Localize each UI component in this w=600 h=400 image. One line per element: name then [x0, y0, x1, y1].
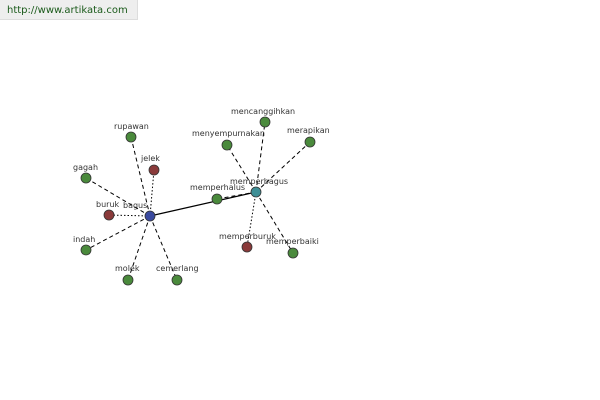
node-buruk[interactable] [103, 209, 115, 221]
node-memperburuk[interactable] [241, 241, 253, 253]
node-memperbaiki[interactable] [287, 247, 299, 259]
node-cemerlang[interactable] [171, 274, 183, 286]
node-bagus[interactable] [144, 210, 156, 222]
node-label-bagus: bagus [123, 201, 147, 210]
edge-bagus-molek [127, 215, 151, 281]
labels-layer: bagus memperbagus rupawan jelek gagah buruk in… [73, 107, 330, 273]
node-rupawan[interactable] [125, 131, 137, 143]
node-label-indah: indah [73, 235, 95, 244]
edge-bagus-buruk [108, 214, 151, 217]
edge-bagus-gagah [85, 177, 151, 217]
node-label-memperbagus: memperbagus [230, 177, 288, 186]
node-label-memperburuk: memperburuk [219, 232, 276, 241]
nodes-layer [80, 116, 316, 286]
node-label-buruk: buruk [96, 200, 120, 209]
node-label-memperhalus: memperhalus [190, 183, 245, 192]
node-label-gagah: gagah [73, 163, 98, 172]
url-bar: http://www.artikata.com [0, 0, 138, 20]
node-jelek[interactable] [148, 164, 160, 176]
node-memperbagus[interactable] [250, 186, 262, 198]
node-memperhalus[interactable] [211, 193, 223, 205]
node-gagah[interactable] [80, 172, 92, 184]
node-molek[interactable] [122, 274, 134, 286]
node-label-memperbaiki: memperbaiki [266, 237, 319, 246]
edge-memperbagus-memperbaiki [255, 191, 294, 254]
edge-bagus-cemerlang [149, 215, 178, 281]
edge-bagus-jelek [149, 169, 155, 217]
node-label-jelek: jelek [140, 154, 160, 163]
node-indah[interactable] [80, 244, 92, 256]
edges-layer [85, 121, 311, 281]
node-label-rupawan: rupawan [114, 122, 149, 131]
node-label-mencanggihkan: mencanggihkan [231, 107, 295, 116]
node-label-menyempurnakan: menyempurnakan [192, 129, 265, 138]
edge-bagus-memperbagus [149, 191, 257, 217]
edge-memperbagus-memperburuk [246, 191, 257, 248]
node-label-merapikan: merapikan [287, 126, 330, 135]
edge-bagus-indah [85, 215, 151, 251]
edge-memperbagus-mencanggihkan [255, 121, 266, 193]
node-mencanggihkan[interactable] [259, 116, 271, 128]
node-label-cemerlang: cemerlang [156, 264, 199, 273]
site-url-link[interactable]: http://www.artikata.com [7, 5, 128, 16]
edge-memperbagus-merapikan [255, 141, 311, 193]
node-menyempurnakan[interactable] [221, 139, 233, 151]
edge-memperbagus-menyempurnakan [226, 144, 257, 193]
node-merapikan[interactable] [304, 136, 316, 148]
node-label-molek: molek [115, 264, 140, 273]
